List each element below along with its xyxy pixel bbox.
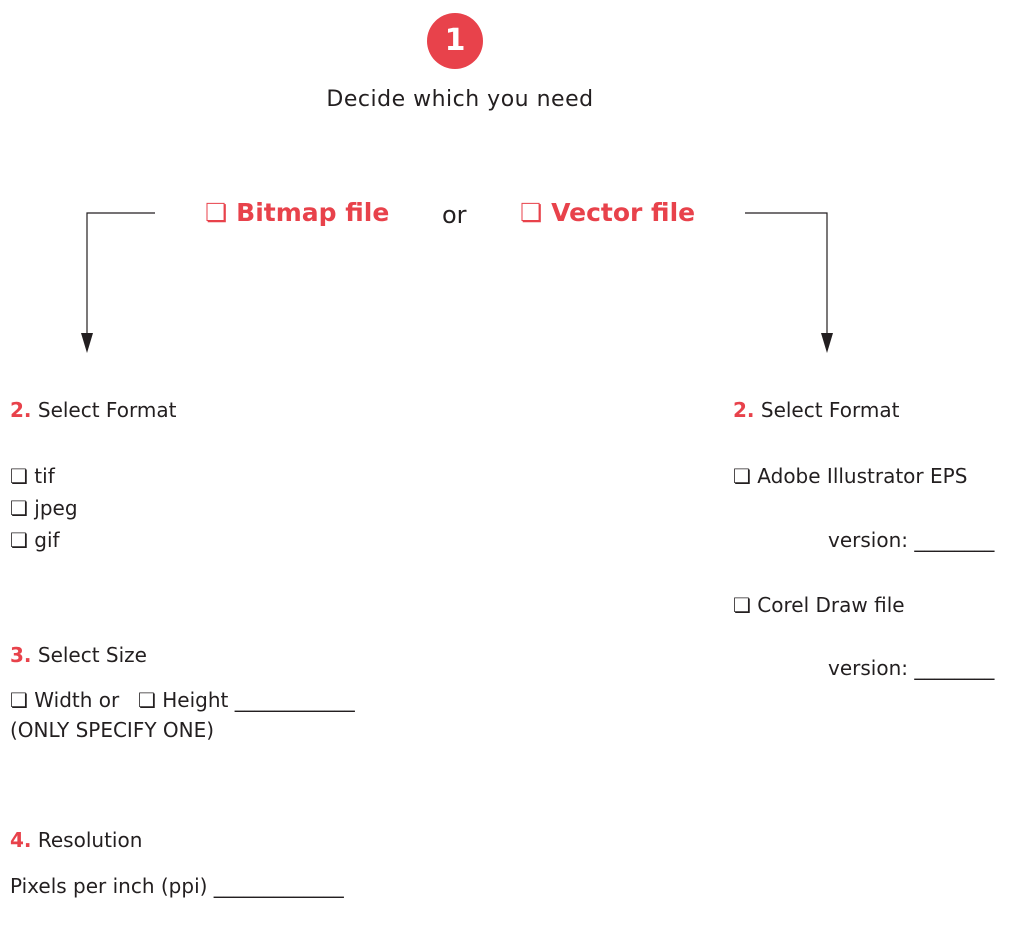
checkbox-icon[interactable]: ❏ xyxy=(205,198,228,227)
step-1-badge: 1 xyxy=(427,13,483,69)
corel-version-row: version: ________ xyxy=(828,656,994,680)
option-adobe-illustrator-eps[interactable]: ❏ Adobe Illustrator EPS xyxy=(733,464,967,488)
size-heading: 3. Select Size xyxy=(10,643,147,667)
eps-version-row: version: ________ xyxy=(828,528,994,552)
checkbox-icon[interactable]: ❏ xyxy=(10,464,28,488)
decision-title: Decide which you need xyxy=(326,87,594,112)
option-label: Adobe Illustrator EPS xyxy=(757,464,968,488)
ppi-row: Pixels per inch (ppi) _____________ xyxy=(10,874,344,898)
step-number: 3. xyxy=(10,643,32,667)
width-checkbox-icon[interactable]: ❏ xyxy=(10,688,28,712)
step-number: 2. xyxy=(733,398,755,422)
bitmap-file-option[interactable]: ❏ Bitmap file xyxy=(205,198,390,227)
heading-text: Select Format xyxy=(760,398,900,422)
size-options-row: ❏ Width or ❏ Height ____________ xyxy=(10,688,355,712)
format-option-jpeg[interactable]: ❏ jpeg xyxy=(10,496,78,520)
vector-arrow-head xyxy=(821,333,833,353)
height-checkbox-icon[interactable]: ❏ xyxy=(137,688,156,712)
width-label: Width or xyxy=(34,688,120,712)
option-label: gif xyxy=(34,528,60,552)
format-option-gif[interactable]: ❏ gif xyxy=(10,528,60,552)
checkbox-icon[interactable]: ❏ xyxy=(733,593,751,617)
vector-connector-line xyxy=(745,212,828,335)
version-label: version: xyxy=(828,656,908,680)
height-label: Height xyxy=(162,688,229,712)
or-label: or xyxy=(442,201,467,229)
heading-text: Select Size xyxy=(37,643,147,667)
ppi-input-blank[interactable]: _____________ xyxy=(213,874,344,898)
option-label: Corel Draw file xyxy=(757,593,905,617)
bitmap-file-label: Bitmap file xyxy=(236,198,390,227)
resolution-heading: 4. Resolution xyxy=(10,828,142,852)
checkbox-icon[interactable]: ❏ xyxy=(10,528,28,552)
option-label: tif xyxy=(34,464,55,488)
heading-text: Select Format xyxy=(37,398,177,422)
option-label: jpeg xyxy=(34,496,78,520)
vector-format-heading: 2. Select Format xyxy=(733,398,899,422)
ppi-label: Pixels per inch (ppi) xyxy=(10,874,208,898)
heading-text: Resolution xyxy=(37,828,143,852)
step-number: 4. xyxy=(10,828,32,852)
step-number: 2. xyxy=(10,398,32,422)
size-note: (ONLY SPECIFY ONE) xyxy=(10,718,215,742)
version-input-blank[interactable]: ________ xyxy=(914,656,995,680)
format-option-tif[interactable]: ❏ tif xyxy=(10,464,55,488)
version-input-blank[interactable]: ________ xyxy=(914,528,995,552)
checkbox-icon[interactable]: ❏ xyxy=(733,464,751,488)
vector-file-label: Vector file xyxy=(551,198,696,227)
checkbox-icon[interactable]: ❏ xyxy=(520,198,543,227)
vector-file-option[interactable]: ❏ Vector file xyxy=(520,198,696,227)
height-input-blank[interactable]: ____________ xyxy=(234,688,355,712)
checkbox-icon[interactable]: ❏ xyxy=(10,496,28,520)
bitmap-connector-line xyxy=(86,212,155,335)
bitmap-format-heading: 2. Select Format xyxy=(10,398,176,422)
version-label: version: xyxy=(828,528,908,552)
option-corel-draw-file[interactable]: ❏ Corel Draw file xyxy=(733,593,905,617)
bitmap-arrow-head xyxy=(81,333,93,353)
